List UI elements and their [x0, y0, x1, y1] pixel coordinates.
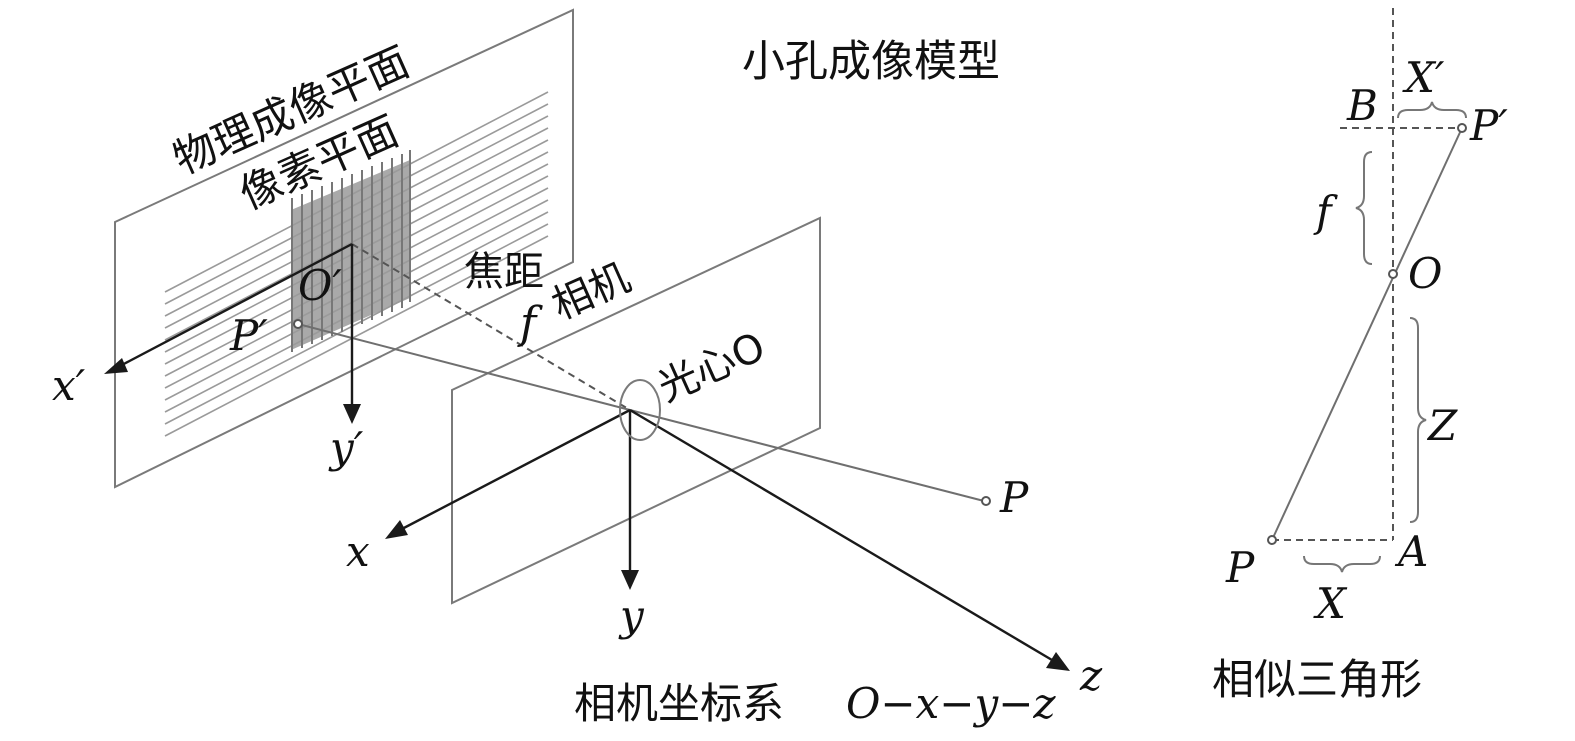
brace-x-prime — [1397, 101, 1467, 119]
label-focal-symbol: f — [517, 298, 543, 349]
brace-f — [1355, 151, 1373, 265]
pixel-plane — [291, 160, 410, 350]
label-point-a: A — [1394, 527, 1428, 576]
label-focal-length: 焦距 — [464, 249, 544, 295]
label-point-b: B — [1346, 81, 1378, 130]
label-camera-z: z — [1079, 651, 1103, 700]
label-point-p: P — [1225, 543, 1255, 592]
camera-x-axis-line — [399, 408, 631, 532]
label-image-point: P′ — [229, 311, 268, 360]
label-point-o: O — [1408, 249, 1442, 298]
image-point-marker — [293, 319, 303, 329]
label-x: X — [1313, 579, 1348, 628]
label-camera-coordinate-system: 相机坐标系 — [574, 679, 784, 728]
label-image-x-axis: x′ — [52, 361, 86, 410]
label-f: f — [1313, 187, 1338, 236]
label-x-prime: X′ — [1402, 53, 1445, 102]
label-camera: 相机 — [545, 255, 637, 330]
ray-center-to-object — [629, 409, 985, 502]
label-optical-center: 光心O — [651, 324, 772, 411]
similar-triangles-caption: 相似三角形 — [1212, 655, 1422, 704]
label-object-point: P — [999, 473, 1029, 522]
camera-z-axis-arrow — [1046, 652, 1070, 671]
label-image-origin: O′ — [298, 261, 342, 310]
label-coordinate-notation: O−x−y−z — [846, 679, 1056, 728]
image-x-axis-line — [119, 242, 353, 368]
point-p-prime-marker — [1457, 123, 1467, 133]
optical-center-ellipse — [619, 379, 661, 441]
camera-plane — [451, 216, 821, 605]
object-point-marker — [981, 496, 991, 506]
point-o-marker — [1388, 269, 1398, 279]
label-camera-y: y — [618, 591, 645, 640]
label-image-y-axis: y′ — [328, 423, 364, 472]
label-point-p-prime: P′ — [1469, 101, 1508, 150]
point-p-marker — [1267, 535, 1277, 545]
figure-title: 小孔成像模型 — [742, 37, 1000, 87]
label-camera-x: x — [346, 527, 370, 576]
ray-image-to-center — [297, 323, 631, 411]
label-z: Z — [1426, 401, 1458, 450]
camera-z-axis-line — [629, 408, 1053, 662]
camera-x-axis-arrow — [385, 520, 408, 539]
focal-length-dashed-line — [351, 243, 631, 411]
brace-x — [1303, 555, 1381, 573]
image-x-axis-arrow — [104, 358, 128, 374]
camera-y-axis-arrow — [621, 570, 639, 590]
image-y-axis-arrow — [343, 404, 361, 424]
brace-z — [1409, 317, 1427, 523]
similar-triangle-ray — [1271, 127, 1463, 541]
physical-imaging-plane — [114, 8, 574, 489]
